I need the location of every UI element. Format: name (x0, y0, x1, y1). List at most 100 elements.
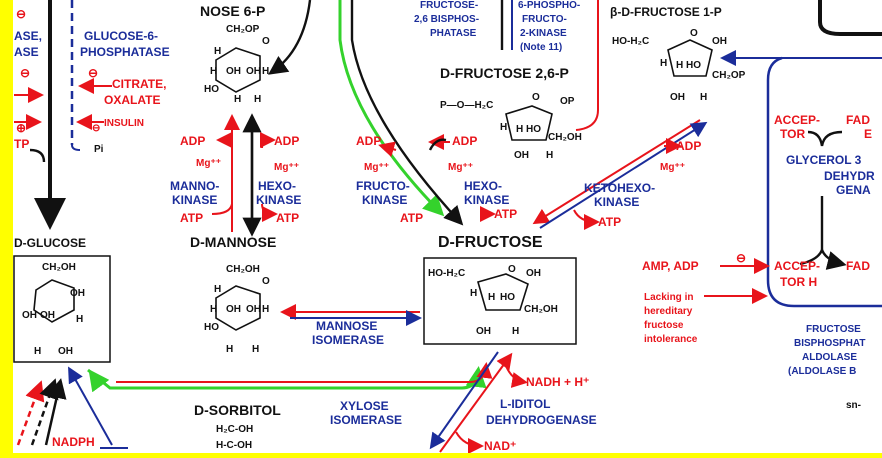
svg-text:CH₂OP: CH₂OP (712, 70, 746, 81)
label-fba-3: ALDOLASE (802, 352, 857, 363)
black-box-corner (818, 0, 882, 36)
fructose-26-structure: P—O—H₂C O OP H H HO CH₂OH OH H (440, 92, 582, 161)
adp-right-arrow (259, 132, 276, 149)
mannose-6p-structure: CH₂OP O H H OH OH H HO H H (204, 24, 270, 105)
svg-text:H: H (252, 344, 259, 355)
fructose-1p-structure: HO-H₂C O OH H H HO CH₂OP OH H (612, 28, 746, 103)
svg-text:H: H (214, 284, 221, 295)
hexo-black-curve (428, 138, 447, 151)
label-fad-2: FAD (846, 259, 870, 273)
fructose-structure: HO-H₂C O OH H H HO CH₂OH OH H (423, 257, 577, 345)
label-glycerol-2: DEHYDR (824, 169, 875, 183)
label-ketohexokinase-1: KETOHEXO- (584, 181, 655, 195)
label-atp-keto: ATP (598, 215, 621, 229)
svg-text:O: O (508, 264, 516, 275)
label-citrate: CITRATE, (112, 77, 166, 91)
red-dashed-arrow (16, 380, 45, 446)
black-curve-left (29, 148, 46, 163)
svg-text:OH: OH (22, 310, 37, 321)
label-phosphofructo-1: 6-PHOSPHO- (518, 0, 580, 11)
label-sn: sn- (846, 400, 861, 411)
label-fba-1: FRUCTOSE (806, 324, 861, 335)
label-d-fructose-26-p2: D-FRUCTOSE 2,6-P (440, 65, 569, 81)
blue-loop-line (766, 80, 882, 308)
svg-text:H: H (234, 94, 241, 105)
label-adp-hexo: ADP (452, 134, 477, 148)
svg-text:H: H (700, 92, 707, 103)
label-pi: Pi (94, 144, 104, 155)
svg-text:OH: OH (226, 304, 241, 315)
svg-text:HO: HO (204, 84, 219, 95)
label-lacking-4: intolerance (644, 334, 698, 345)
label-e-trunc: E (864, 127, 872, 141)
svg-text:H: H (34, 346, 41, 357)
atp-left-arrow (211, 203, 233, 215)
svg-text:P—O—H₂C: P—O—H₂C (440, 100, 493, 111)
svg-text:CH₂OH: CH₂OH (226, 264, 260, 275)
label-mg-hexo: Mg⁺⁺ (448, 162, 473, 173)
svg-text:H: H (512, 326, 519, 337)
svg-text:CH₂OH: CH₂OH (548, 132, 582, 143)
label-amp-adp: AMP, ADP (642, 259, 699, 273)
label-acceptor-2: TOR (780, 127, 805, 141)
inhibit-icon-2: ⊖ (20, 66, 30, 80)
label-hexokinase2-1: HEXO- (464, 179, 502, 193)
label-oxalate: OXALATE (104, 93, 160, 107)
svg-text:HO-H₂C: HO-H₂C (612, 36, 649, 47)
red-curve-kinase (575, 0, 599, 131)
label-mannokinase-2: KINASE (172, 193, 217, 207)
label-atp-right: ATP (276, 211, 299, 225)
label-xylose-isomerase-1: XYLOSE (340, 399, 389, 413)
svg-text:H: H (210, 66, 217, 77)
label-lacking-3: fructose (644, 320, 684, 331)
svg-text:H: H (210, 304, 217, 315)
label-atp-hexo: ATP (494, 207, 517, 221)
inhibit-icon-1: ⊖ (16, 7, 26, 21)
blue-arrow-diag (68, 366, 113, 446)
label-mannose-isomerase-2: ISOMERASE (312, 333, 384, 347)
svg-text:H: H (488, 292, 495, 303)
label-hexokinase-2: KINASE (256, 193, 301, 207)
nad-arrow (455, 431, 484, 454)
svg-text:CH₂OH: CH₂OH (524, 304, 558, 315)
label-acceptor-h2-1: ACCEP- (774, 259, 820, 273)
svg-text:HO-H₂C: HO-H₂C (428, 268, 465, 279)
svg-text:O: O (532, 92, 540, 103)
svg-text:H: H (76, 314, 83, 325)
label-mg-fructo: Mg⁺⁺ (364, 162, 389, 173)
label-fructokinase-1: FRUCTO- (356, 179, 410, 193)
atp-right-arrow (261, 203, 278, 222)
label-glycerol-1: GLYCEROL 3 (786, 153, 862, 167)
adp-left-arrow (216, 132, 233, 149)
label-nose-6p: NOSE 6-P (200, 3, 265, 19)
svg-text:OH: OH (476, 326, 491, 337)
label-mg-right: Mg⁺⁺ (274, 162, 299, 173)
label-hexokinase-1: HEXO- (258, 179, 296, 193)
label-l-iditol-2: DEHYDROGENASE (486, 413, 597, 427)
label-fructokinase-2: KINASE (362, 193, 407, 207)
adp-fructo-arrow (378, 141, 397, 157)
svg-text:OH: OH (40, 310, 55, 321)
label-mannokinase-1: MANNO- (170, 179, 219, 193)
label-lacking-1: Lacking in (644, 292, 693, 303)
inhibit-icon-citrate: ⊖ (88, 66, 98, 80)
label-phosphofructo-3: 2-KINASE (520, 28, 567, 39)
label-glycerol-3: GENA (836, 183, 871, 197)
label-nadh: NADH + H⁺ (526, 375, 589, 389)
label-phosphofructo-2: FRUCTO- (522, 14, 567, 25)
label-l-iditol-1: L-IDITOL (500, 397, 550, 411)
label-mg-left: Mg⁺⁺ (196, 158, 221, 169)
nadh-arrow (505, 365, 528, 388)
green-arrow-top (338, 0, 445, 217)
svg-text:OH: OH (58, 346, 73, 357)
label-fructose26-1: FRUCTOSE- (420, 0, 478, 11)
pathway-panel: ASE, ASE ⊖ ⊖ ⊕ TP GLUCOSE-6- PHOSPHATASE… (13, 0, 882, 454)
label-phosphofructo-4: (Note 11) (520, 42, 562, 53)
svg-text:H: H (500, 122, 507, 133)
svg-text:H: H (660, 58, 667, 69)
svg-text:H: H (226, 344, 233, 355)
svg-text:H: H (262, 304, 269, 315)
label-hexokinase2-2: KINASE (464, 193, 509, 207)
label-adp-fructo: ADP (356, 134, 381, 148)
atp-keto-arrow (573, 209, 600, 230)
